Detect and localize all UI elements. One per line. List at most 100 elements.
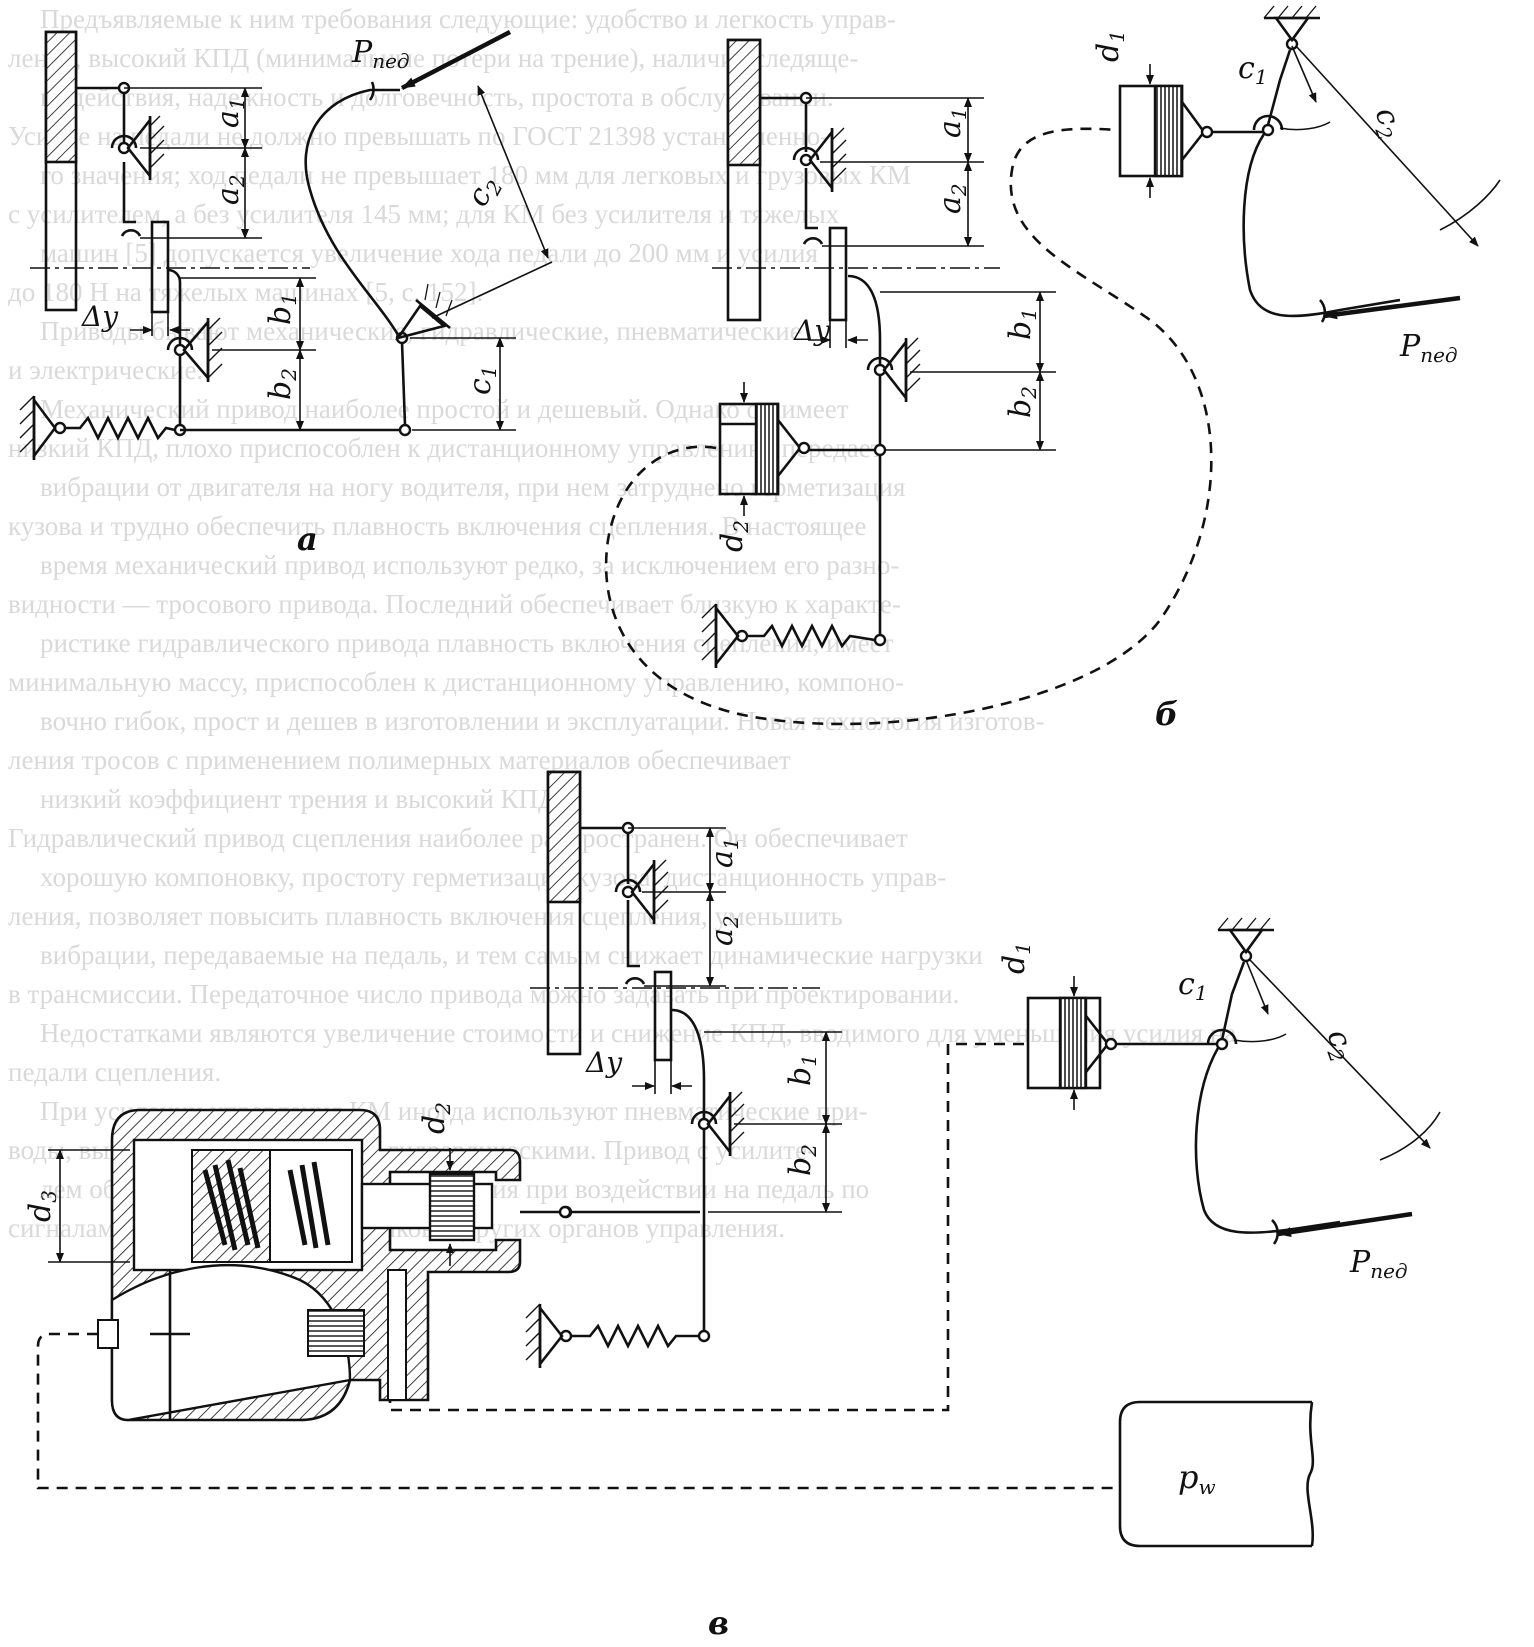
b-label-d1: d xyxy=(1091,43,1126,62)
a-label-c1-sub: 1 xyxy=(477,365,501,378)
svg-text:Pпед: Pпед xyxy=(1399,329,1458,367)
a-label-a1-sub: 1 xyxy=(225,97,249,110)
b-label-b2: b xyxy=(1003,399,1038,418)
a-label-a1: a xyxy=(211,110,246,128)
bleed-line: с усилителем, а без усилителя 145 мм; дл… xyxy=(8,199,840,229)
diagram-v: a1 a2 b1 b2 c1 c2 d1 d2 d3 Δy Pпед pw в xyxy=(23,770,1441,1642)
v-label-d3: d xyxy=(23,1203,58,1222)
bleed-line: низкий коэффициент трения и высокий КПД. xyxy=(40,784,564,814)
bleed-line: ления тросов с применением полимерных ма… xyxy=(8,745,791,775)
bleed-line: Механический привод наиболее простой и д… xyxy=(40,394,849,424)
v-label-d2: d xyxy=(417,1115,452,1134)
svg-text:d2: d2 xyxy=(417,1102,455,1134)
bleed-line: Гидравлический привод сцепления наиболее… xyxy=(8,823,908,853)
a-label-force: P xyxy=(351,35,373,70)
a-label-b1: b xyxy=(263,306,298,325)
bleed-line: вибрации, передаваемые на педаль, и тем … xyxy=(40,940,983,970)
v-label-b2: b xyxy=(783,1157,818,1176)
hydraulic-line-v xyxy=(388,1042,1024,1412)
svg-text:Pпед: Pпед xyxy=(351,35,410,73)
v-label-pw: p xyxy=(1178,1458,1198,1496)
svg-text:b1: b1 xyxy=(263,293,301,325)
v-caption: в xyxy=(708,1604,729,1642)
bleed-line: ристике гидравлического привода плавност… xyxy=(40,628,894,658)
v-label-b1: b xyxy=(783,1067,818,1086)
b-label-a2: a xyxy=(933,196,968,214)
svg-text:b1: b1 xyxy=(783,1054,821,1086)
bleed-line: машин [5] допускается увеличение хода пе… xyxy=(40,238,818,268)
bleed-line: хорошую компоновку, простоту герметизаци… xyxy=(40,862,947,892)
bleed-line: ления, высокий КПД (минимальные потери н… xyxy=(8,43,859,73)
diagram-b: a1 a2 b1 b2 c1 c2 d1 d2 Δy Pпед б xyxy=(604,5,1501,733)
pedal-arm xyxy=(304,88,407,426)
bleed-line: в трансмиссии. Передаточное число привод… xyxy=(8,979,960,1009)
svg-text:a2: a2 xyxy=(211,174,249,205)
svg-text:d3: d3 xyxy=(23,1190,61,1222)
bleed-line: ления, позволяет повысить плавность вклю… xyxy=(8,901,843,931)
svg-text:d2: d2 xyxy=(715,520,753,552)
b-caption: б xyxy=(1155,695,1178,733)
bleed-line: низкий КПД, плохо приспособлен к дистанц… xyxy=(8,433,883,463)
b-label-force: P xyxy=(1399,329,1421,364)
svg-text:c2: c2 xyxy=(1317,1025,1363,1066)
a-label-dy: Δy xyxy=(81,300,119,333)
a-label-c1: c xyxy=(463,378,498,395)
a-label-a2: a xyxy=(211,187,246,205)
v-label-dy: Δy xyxy=(585,1046,623,1079)
bleed-line: время механический привод используют ред… xyxy=(40,550,900,580)
pressure-disc xyxy=(150,220,170,314)
hydraulic-line-b xyxy=(604,127,1213,726)
svg-text:b1: b1 xyxy=(1003,308,1041,340)
bleed-line: го значения; ход педали не превышает 180… xyxy=(40,160,912,190)
svg-text:a1: a1 xyxy=(705,837,743,868)
b-label-b1: b xyxy=(1003,321,1038,340)
b-label-d2: d xyxy=(715,533,750,552)
bleed-line: педали сцепления. xyxy=(8,1057,222,1087)
b-label-dy: Δy xyxy=(793,314,831,347)
v-label-d1: d xyxy=(997,955,1032,974)
bleed-line: го действия, надежность и долговечность,… xyxy=(40,82,834,112)
a-label-b1-sub: 1 xyxy=(277,293,301,306)
a-label-a2-sub: 2 xyxy=(225,174,249,188)
svg-text:c1: c1 xyxy=(1238,51,1268,89)
svg-text:a2: a2 xyxy=(933,183,971,214)
bleed-line: видности — тросового привода. Последний … xyxy=(8,589,901,619)
svg-text:b2: b2 xyxy=(1003,386,1041,418)
svg-text:Pпед: Pпед xyxy=(1349,1245,1408,1283)
svg-text:d1: d1 xyxy=(997,942,1035,974)
pneumatic-line-v xyxy=(36,1332,1118,1490)
v-label-force: P xyxy=(1349,1245,1371,1280)
svg-text:c2: c2 xyxy=(460,170,507,214)
svg-text:b2: b2 xyxy=(263,368,301,400)
b-label-a1: a xyxy=(933,120,968,138)
bleed-line: Недостатками являются увеличение стоимос… xyxy=(40,1018,1237,1048)
svg-text:d1: d1 xyxy=(1091,30,1129,62)
v-label-c1: c xyxy=(1178,967,1195,1002)
svg-text:c2: c2 xyxy=(1365,103,1411,144)
b-label-c1: c xyxy=(1238,51,1255,86)
bleed-line: вочно гибок, прост и дешев в изготовлени… xyxy=(40,706,1045,736)
bleed-line: до 180 Н на тяжелых машинах [5, с. 152]. xyxy=(8,277,484,307)
svg-text:a1: a1 xyxy=(933,107,971,138)
v-label-a1: a xyxy=(705,850,740,868)
bleed-line: минимальную массу, приспособлен к дистан… xyxy=(8,667,904,697)
booster-unit xyxy=(97,1108,572,1422)
a-caption: а xyxy=(297,520,318,558)
svg-text:pw: pw xyxy=(1178,1458,1216,1499)
svg-text:b2: b2 xyxy=(783,1144,821,1176)
bleed-line: кузова и трудно обеспечить плавность вкл… xyxy=(8,511,867,541)
v-label-a2: a xyxy=(705,928,740,946)
svg-text:a1: a1 xyxy=(211,97,249,128)
flywheel-hatched xyxy=(44,30,78,164)
a-label-b2-sub: 2 xyxy=(277,368,301,382)
a-label-b2: b xyxy=(263,381,298,400)
bleed-line: Предъявляемые к ним требования следующие… xyxy=(40,4,896,34)
a-label-force-sub: пед xyxy=(372,49,409,73)
svg-text:c1: c1 xyxy=(463,365,501,395)
svg-text:c1: c1 xyxy=(1178,967,1208,1005)
diagram-a: a1 a2 b1 b2 c1 c2 Δy Pпед а xyxy=(19,30,553,558)
svg-text:a2: a2 xyxy=(705,915,743,946)
bleed-line: и электрические. xyxy=(8,355,204,385)
